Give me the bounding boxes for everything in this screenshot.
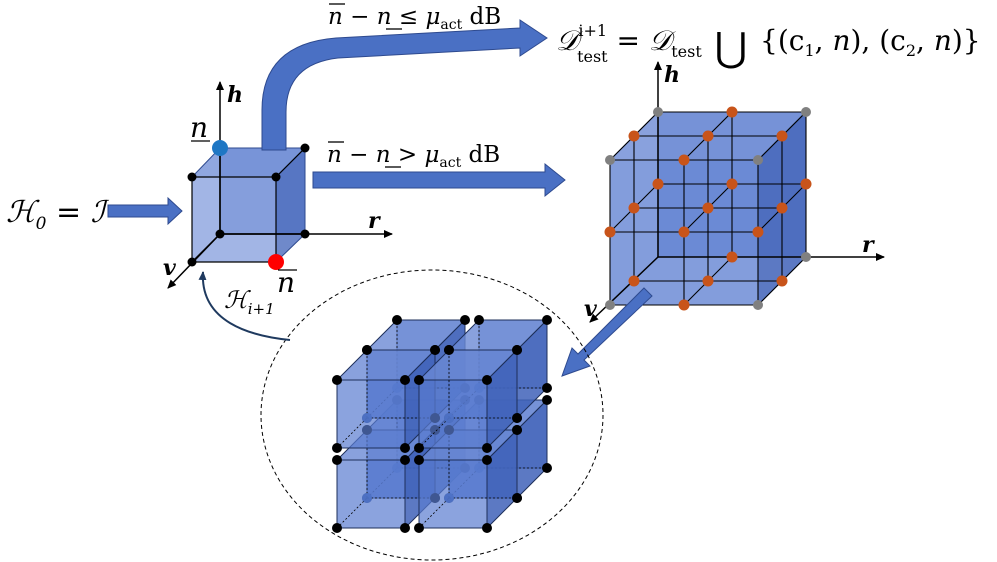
subcube-corner-point [482,455,492,465]
subcube-corner-point [512,345,522,355]
upper-bound-point [212,140,228,156]
subcube-corner-point [362,345,372,355]
condition-le-arrow [261,19,548,151]
large-axis-r-label: r [862,232,875,258]
large-axis-h-label: h [664,62,680,88]
subcube-corner-point [332,375,342,385]
subcube-corner-point [332,455,342,465]
feedback-arrow [198,271,291,341]
subcube-corner-point [482,375,492,385]
subcube-corner-point [482,523,492,533]
svg-text:n − n > μact dB: n − n > μact dB [327,142,500,171]
condition-le-label: n − n ≤ μact dB [328,3,501,33]
n-lower-label: n [277,266,297,299]
subcube-corner-point [414,443,424,453]
svg-text:ℋ0 = ℐ: ℋ0 = ℐ [6,195,110,234]
large-axis-v [589,256,659,323]
subcube-corner-point [512,493,522,503]
small-axis-h-label: h [227,82,243,108]
small-axis-v-label: v [163,255,176,281]
subcube-corner-point [332,443,342,453]
subcube-corner-point [430,345,440,355]
lower-bound-point [268,254,284,270]
subcube-8 [414,345,522,453]
subcube-hidden-point [362,413,372,423]
svg-text:n: n [190,111,208,144]
subcube-corner-point [474,315,484,325]
zoom-arrow [561,287,653,377]
subcube-corner-point [482,443,492,453]
subcube-corner-point [414,375,424,385]
condition-gt-arrow [312,162,566,198]
subcube-cluster [332,315,552,533]
large-cube-gray-points [605,107,811,310]
subcube-corner-point [542,315,552,325]
large-cube-orange-points [604,106,812,311]
subcube-corner-point [400,523,410,533]
subcube-hidden-point [444,493,454,503]
subcube-hidden-point [444,413,454,423]
subcube-corner-point [512,425,522,435]
subcube-corner-point [542,383,552,393]
input-arrow [107,196,183,226]
subcube-corner-point [414,523,424,533]
h-next-label: ℋi+1 [224,286,275,318]
condition-gt-label: n − n > μact dB [327,141,500,171]
subcube-corner-point [512,413,522,423]
subcube-corner-point [400,375,410,385]
subcube-corner-point [414,455,424,465]
subcube-corner-point [400,455,410,465]
subcube-corner-point [400,443,410,453]
subcube-corner-point [460,315,470,325]
h0-label: ℋ0 = ℐ [6,195,110,234]
subcube-corner-point [332,523,342,533]
subcube-hidden-point [362,493,372,503]
subcube-corner-point [444,345,454,355]
svg-text:n: n [277,266,295,299]
subcube-corner-point [542,395,552,405]
small-axis-r-label: r [368,208,381,234]
large-axis-v-label: v [584,296,597,322]
n-upper-label: n [190,111,210,144]
subcube-corner-point [542,463,552,473]
small-cube-points [187,143,310,267]
zoom-ellipse [260,269,604,561]
subcube-corner-point [392,315,402,325]
svg-text:n − n ≤ μact dB: n − n ≤ μact dB [328,4,501,33]
